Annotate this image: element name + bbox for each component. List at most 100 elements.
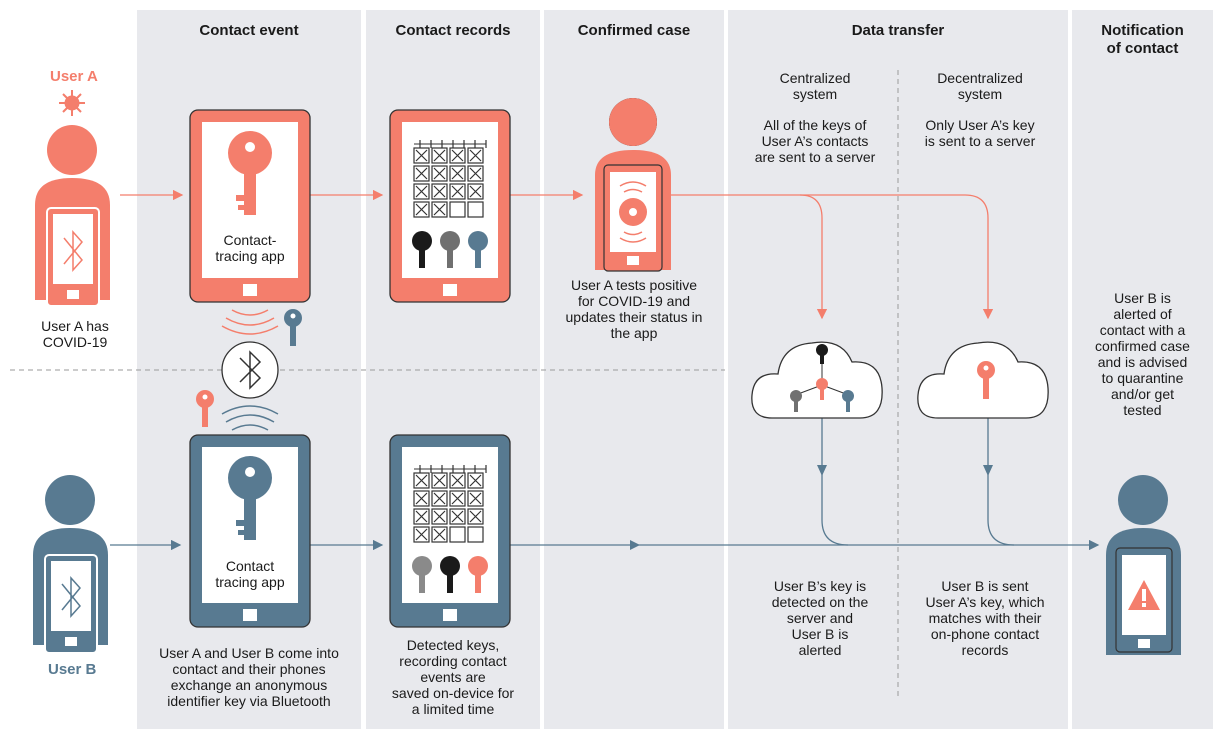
calendar-cell xyxy=(413,490,430,507)
caption-exchange: User A and User B come into contact and … xyxy=(137,645,361,709)
calendar-cell xyxy=(413,165,430,182)
caption-app-a: Contact- tracing app xyxy=(202,232,298,264)
virus-icon xyxy=(59,90,85,116)
calendar-cross xyxy=(469,492,482,505)
calendar-cell xyxy=(449,472,466,489)
calendar-cell xyxy=(431,526,448,543)
key-icon-blue-a xyxy=(468,231,488,268)
arrow-down-centralized xyxy=(817,465,827,476)
caption-exchange-line: identifier key via Bluetooth xyxy=(167,693,331,709)
calendar-cross xyxy=(433,528,446,541)
centralized-title-line: system xyxy=(792,86,838,102)
caption-b-is-sent-line: User B is sent xyxy=(941,578,1029,594)
calendar-cell xyxy=(431,472,448,489)
centralized-desc-line: All of the keys of xyxy=(763,117,867,133)
key-icon-gray-a xyxy=(440,231,460,268)
calendar-cell xyxy=(449,201,466,218)
key-icon-black-b xyxy=(440,556,460,593)
caption-detected-line: events are xyxy=(420,669,486,685)
calendar-cell xyxy=(467,165,484,182)
caption-b-is-sent: User B is sent User A’s key, which match… xyxy=(905,578,1065,658)
calendar-cell xyxy=(413,508,430,525)
flow-from-decentralized xyxy=(987,418,1015,546)
calendar-cross xyxy=(451,149,464,162)
calendar-cell xyxy=(413,472,430,489)
caption-app-a-line2: tracing app xyxy=(215,248,285,264)
decentralized-server-cloud xyxy=(917,341,1049,419)
header-contact-records: Contact records xyxy=(395,22,511,39)
calendar-cross xyxy=(469,510,482,523)
caption-b-is-sent-line: records xyxy=(961,642,1009,658)
key-icon-blue-received xyxy=(284,309,302,346)
key-icon-gray-b xyxy=(412,556,432,593)
caption-user-a-has: User A has COVID-19 xyxy=(20,318,130,350)
arrow-mid-b xyxy=(630,540,640,550)
caption-b-alerted-line: User B is xyxy=(1114,290,1171,306)
key-icon-coral-received xyxy=(196,390,214,427)
caption-b-alerted-line: contact with a xyxy=(1099,322,1186,338)
calendar-cell xyxy=(449,165,466,182)
caption-b-alerted-line: and/or get xyxy=(1110,386,1175,402)
caption-app-b: Contact tracing app xyxy=(202,558,298,590)
user-a-person xyxy=(35,125,110,307)
calendar-cell xyxy=(467,183,484,200)
centralized-desc-line: User A’s contacts xyxy=(761,133,869,149)
decentralized-desc-line: Only User A’s key xyxy=(925,117,1035,133)
caption-b-key-detected-line: detected on the xyxy=(771,594,869,610)
caption-app-b-line2: tracing app xyxy=(215,574,285,590)
calendar-cross xyxy=(433,167,446,180)
caption-b-alerted-line: alerted of xyxy=(1113,306,1172,322)
caption-tests-positive: User A tests positive for COVID-19 and u… xyxy=(544,277,724,341)
calendar-cell xyxy=(413,183,430,200)
flow-to-decentralized xyxy=(800,194,994,320)
calendar-cross xyxy=(469,149,482,162)
calendar-grid-b xyxy=(413,465,487,543)
caption-user-a-has-line1: User A has xyxy=(41,318,109,334)
decentralized-title: Decentralized system xyxy=(905,70,1055,102)
calendar-cell xyxy=(413,201,430,218)
caption-detected-line: saved on-device for xyxy=(391,685,515,701)
calendar-cross xyxy=(451,474,464,487)
decentralized-title-line: Decentralized xyxy=(937,70,1023,86)
caption-app-b-line1: Contact xyxy=(225,558,275,574)
centralized-server-cloud xyxy=(751,341,883,419)
calendar-cell xyxy=(467,490,484,507)
calendar-cell xyxy=(449,508,466,525)
key-icon-black-a xyxy=(412,231,432,268)
caption-b-is-sent-line: User A’s key, which xyxy=(925,594,1045,610)
caption-detected-line: recording contact xyxy=(399,653,507,669)
calendar-cell xyxy=(431,508,448,525)
calendar-cell xyxy=(413,526,430,543)
caption-b-alerted-line: and is advised xyxy=(1097,354,1188,370)
signal-waves-b xyxy=(221,405,279,431)
caption-tests-positive-line: User A tests positive xyxy=(570,277,698,293)
caption-b-key-detected-line: User B’s key is xyxy=(773,578,867,594)
key-icon-coral-b xyxy=(468,556,488,593)
bluetooth-icon-b xyxy=(61,576,81,618)
calendar-cross xyxy=(415,149,428,162)
calendar-cross xyxy=(451,510,464,523)
calendar-cell xyxy=(431,201,448,218)
caption-tests-positive-line: for COVID-19 and xyxy=(577,293,691,309)
calendar-cross xyxy=(433,510,446,523)
caption-exchange-line: contact and their phones xyxy=(172,661,326,677)
centralized-title-line: Centralized xyxy=(779,70,851,86)
caption-b-key-detected: User B’s key is detected on the server a… xyxy=(745,578,895,658)
bluetooth-exchange-icon xyxy=(221,341,279,399)
caption-detected-line: Detected keys, xyxy=(406,637,500,653)
calendar-cross xyxy=(415,474,428,487)
header-notification-line1: Notification xyxy=(1101,22,1184,39)
user-b-notified-person xyxy=(1106,475,1181,655)
calendar-cell xyxy=(413,147,430,164)
calendar-cross xyxy=(433,474,446,487)
calendar-cell xyxy=(449,526,466,543)
calendar-cross xyxy=(415,203,428,216)
calendar-cell xyxy=(467,508,484,525)
calendar-cross xyxy=(451,167,464,180)
bluetooth-icon-a xyxy=(63,230,83,272)
flow-from-centralized xyxy=(821,418,849,546)
centralized-desc: All of the keys of User A’s contacts are… xyxy=(740,117,890,165)
caption-b-alerted-line: tested xyxy=(1123,402,1162,418)
calendar-cell xyxy=(467,147,484,164)
